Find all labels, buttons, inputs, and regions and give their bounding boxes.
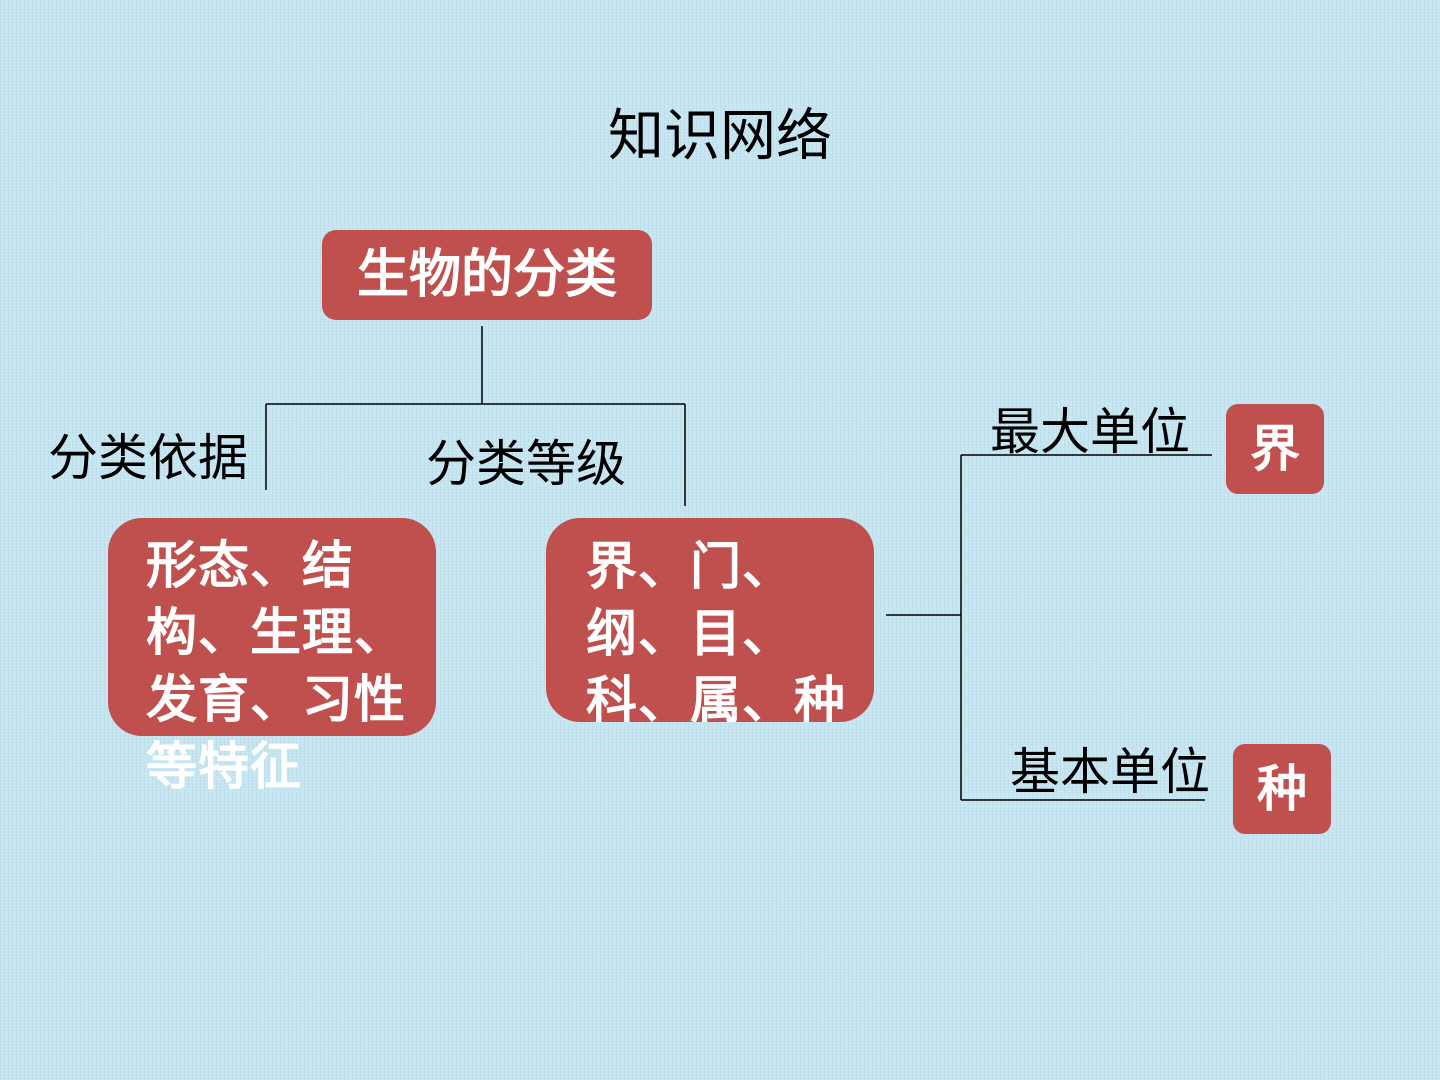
levels-label: 分类等级 — [426, 435, 626, 493]
page-title: 知识网络 — [608, 104, 832, 169]
basis-label: 分类依据 — [48, 429, 248, 487]
root-node: 生物的分类 — [322, 230, 652, 320]
basis-content: 形态、结构、生理、发育、习性等特征 — [146, 537, 407, 797]
levels-content: 界、门、纲、目、科、属、种等 — [586, 538, 847, 722]
basic-unit-label: 基本单位 — [1010, 743, 1210, 801]
levels-node: 界、门、纲、目、科、属、种等 — [546, 518, 874, 722]
basic-unit-node: 种 — [1233, 744, 1331, 834]
largest-unit-label: 最大单位 — [990, 403, 1190, 461]
basis-node — [108, 518, 436, 736]
largest-unit-node: 界 — [1226, 404, 1324, 494]
